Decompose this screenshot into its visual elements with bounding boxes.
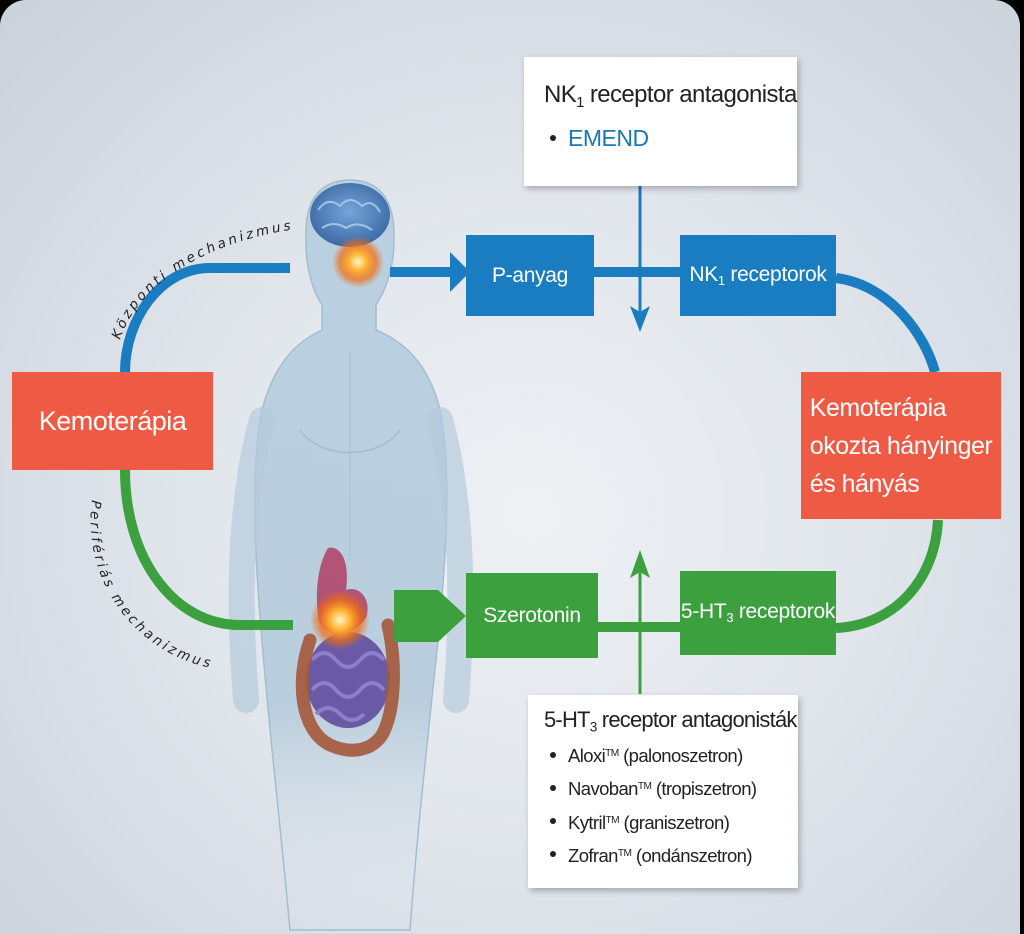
nk1-block-arrowhead	[630, 306, 650, 332]
nk1-receptors-label: NK1 receptorok	[689, 262, 827, 289]
ht3-antagonist-title-suffix: receptor antagonisták	[596, 707, 798, 732]
nk1-antagonist-title-suffix: receptor antagonista	[583, 81, 797, 108]
peripheral-path-arrowhead	[438, 590, 466, 642]
nk1-receptors-suffix: receptorok	[724, 262, 827, 286]
ht3-antagonist-title: 5-HT3 receptor antagonisták	[544, 707, 798, 734]
ht3-block-arrowhead	[630, 550, 650, 578]
ht3-antagonist-list: AloxiTM (palonoszetron) NavobanTM (tropi…	[544, 738, 798, 870]
list-item: NavobanTM (tropiszetron)	[544, 771, 798, 804]
drug-name: Aloxi	[568, 745, 606, 767]
chemo-effect-line-3: és hányás	[809, 469, 920, 498]
ht3-receptors-subscript: 3	[726, 610, 734, 626]
list-item: KytrilTM (graniszetron)	[544, 805, 798, 838]
trademark-mark: TM	[605, 814, 620, 826]
digestive-tract-icon	[295, 547, 400, 757]
trademark-mark: TM	[617, 847, 632, 859]
substance-p-label: P-anyag	[491, 263, 569, 287]
chemotherapy-box: Kemoterápia	[12, 372, 213, 470]
drug-name: Kytril	[568, 811, 606, 833]
ht3-receptors-box: 5-HT3 receptorok	[680, 571, 836, 655]
chemo-induced-nausea-box: Kemoterápia okozta hányinger és hányás	[801, 372, 1001, 519]
peripheral-path-label: Perifériás mechanizmus	[86, 500, 214, 673]
trademark-mark: TM	[637, 781, 652, 793]
nk1-receptors-subscript: 1	[717, 273, 725, 289]
list-item: ZofranTM (ondánszetron)	[544, 838, 798, 871]
peripheral-path-block	[394, 590, 438, 642]
ht3-antagonist-card: 5-HT3 receptor antagonisták AloxiTM (pal…	[528, 695, 798, 888]
nk1-receptors-prefix: NK	[689, 262, 718, 286]
drug-generic-name: (ondánszetron)	[631, 844, 753, 866]
human-body-icon	[228, 179, 474, 931]
serotonin-label: Szerotonin	[483, 603, 581, 627]
ht3-antagonist-title-subscript: 3	[589, 719, 598, 735]
nk1-antagonist-title: NK1 receptor antagonista	[544, 81, 797, 111]
ht3-receptors-suffix: receptorok	[733, 600, 836, 624]
serotonin-box: Szerotonin	[466, 573, 598, 658]
chemotherapy-label: Kemoterápia	[38, 405, 187, 436]
list-item: AloxiTM (palonoszetron)	[544, 738, 798, 771]
drug-name: Zofran	[568, 844, 618, 866]
nk1-antagonist-title-prefix: NK	[544, 81, 577, 108]
central-path-arc-right	[835, 273, 940, 374]
drug-name: Navoban	[568, 778, 638, 800]
nk1-antagonist-title-subscript: 1	[576, 94, 584, 111]
central-path-arrowhead	[450, 252, 470, 292]
chemo-effect-line-1: Kemoterápia	[809, 393, 947, 422]
peripheral-path-arc-left	[120, 469, 293, 630]
nk1-receptors-box: NK1 receptorok	[680, 235, 836, 316]
drug-generic-name: (graniszetron)	[618, 811, 730, 833]
trademark-mark: TM	[605, 748, 619, 760]
ht3-receptors-label: 5-HT3 receptorok	[681, 600, 835, 625]
list-item: EMEND	[544, 125, 797, 152]
ht3-receptors-prefix: 5-HT	[680, 600, 727, 624]
brain-icon	[310, 183, 390, 288]
nk1-antagonist-list: EMEND	[544, 125, 797, 152]
peripheral-path-label-text: Perifériás mechanizmus	[86, 500, 211, 673]
ht3-antagonist-title-prefix: 5-HT	[544, 707, 590, 732]
drug-generic-name: (palonoszetron)	[618, 745, 743, 767]
chemo-effect-line-2: okozta hányinger	[809, 431, 993, 460]
substance-p-box: P-anyag	[466, 235, 594, 316]
central-path-arc-left	[120, 263, 290, 373]
nk1-antagonist-card: NK1 receptor antagonista EMEND	[524, 57, 797, 186]
chemo-induced-nausea-label: Kemoterápia okozta hányinger és hányás	[809, 389, 993, 503]
peripheral-path-arc-right	[835, 519, 943, 633]
drug-generic-name: (tropiszetron)	[651, 778, 757, 800]
